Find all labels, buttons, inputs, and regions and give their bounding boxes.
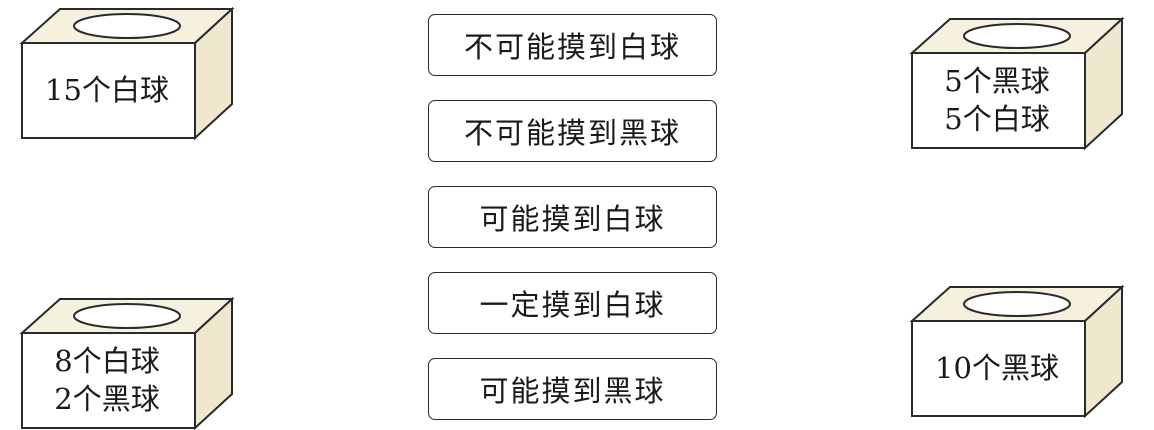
box-label: 10个黑球: [912, 320, 1082, 416]
box-opening: [74, 304, 180, 328]
box-8-white-2-black[interactable]: 8个白球 2个黑球: [20, 296, 235, 426]
box-label-line: 8个白球: [54, 342, 159, 380]
box-10-black[interactable]: 10个黑球: [910, 284, 1125, 414]
box-label-line: 15个白球: [45, 71, 169, 109]
box-label: 8个白球 2个黑球: [22, 332, 192, 428]
box-5-black-5-white[interactable]: 5个黑球 5个白球: [910, 16, 1125, 146]
option-may-draw-black[interactable]: 可能摸到黑球: [428, 358, 717, 420]
option-may-draw-white[interactable]: 可能摸到白球: [428, 186, 717, 248]
box-opening: [964, 292, 1070, 316]
box-label-line: 2个黑球: [54, 380, 159, 418]
option-cannot-draw-white[interactable]: 不可能摸到白球: [428, 14, 717, 76]
box-label-line: 5个黑球: [944, 62, 1049, 100]
box-label: 15个白球: [22, 42, 192, 138]
box-opening: [964, 24, 1070, 48]
box-15-white[interactable]: 15个白球: [20, 6, 235, 136]
option-must-draw-white[interactable]: 一定摸到白球: [428, 272, 717, 334]
box-label-line: 5个白球: [944, 100, 1049, 138]
box-opening: [74, 14, 180, 38]
box-label-line: 10个黑球: [935, 349, 1059, 387]
option-cannot-draw-black[interactable]: 不可能摸到黑球: [428, 100, 717, 162]
box-label: 5个黑球 5个白球: [912, 52, 1082, 148]
